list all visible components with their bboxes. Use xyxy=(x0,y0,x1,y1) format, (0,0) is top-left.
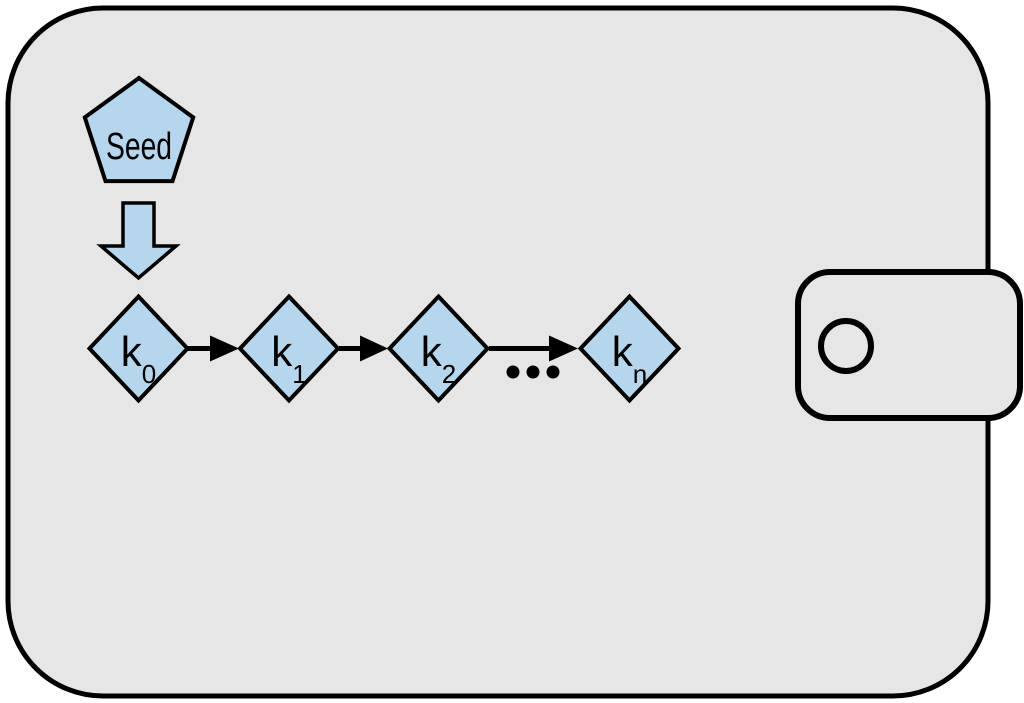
seed-pentagon xyxy=(82,75,196,184)
key-label-k0: k0 xyxy=(121,328,156,389)
key-label-k2-base: k xyxy=(421,328,443,375)
key-label-k0-base: k xyxy=(121,328,143,375)
seed-label: Seed xyxy=(106,126,172,168)
chain-arrow-k1-k2 xyxy=(339,335,388,362)
chain-arrow-k2-kn xyxy=(489,335,578,362)
ellipsis-dot xyxy=(506,365,520,379)
chain-arrowhead-icon xyxy=(360,335,388,362)
key-label-kn: kn xyxy=(612,328,647,389)
chain-arrowhead-icon xyxy=(549,335,578,362)
clasp-button-icon xyxy=(818,318,874,374)
key-node-kn xyxy=(577,293,682,404)
key-node-k0 xyxy=(86,293,191,404)
key-node-k1 xyxy=(237,293,341,404)
seed-derivation-arrow-icon xyxy=(96,201,181,281)
ellipsis-dots xyxy=(506,365,560,379)
key-label-kn-sub: n xyxy=(633,359,647,389)
key-label-k1-base: k xyxy=(271,328,293,375)
key-node-k2 xyxy=(386,293,491,404)
wallet-clasp xyxy=(795,269,1023,421)
key-label-kn-base: k xyxy=(612,328,634,375)
key-label-k2-sub: 2 xyxy=(442,359,456,389)
key-label-k0-sub: 0 xyxy=(142,359,156,389)
chain-arrowhead-icon xyxy=(210,335,239,362)
ellipsis-dot xyxy=(546,365,560,379)
chain-arrow-k0-k1 xyxy=(188,335,239,362)
key-label-k1: k1 xyxy=(271,328,306,389)
key-label-k1-sub: 1 xyxy=(292,359,306,389)
ellipsis-dot xyxy=(526,365,540,379)
key-label-k2: k2 xyxy=(421,328,456,389)
